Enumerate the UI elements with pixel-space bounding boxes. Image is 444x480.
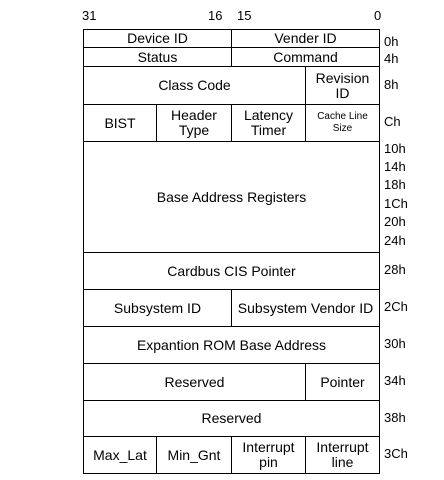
class-code-cell: Class Code	[83, 66, 306, 105]
latency-timer-cell: Latency Timer	[231, 104, 306, 142]
offset-10h: 10h	[384, 141, 406, 156]
interrupt-line-cell: Interrupt line	[305, 436, 380, 474]
base-address-registers-cell: Base Address Registers	[83, 141, 380, 253]
offset-34h: 34h	[384, 373, 406, 388]
offset-30h: 30h	[384, 336, 406, 351]
bit-0-label: 0	[374, 8, 382, 23]
offset-0h: 0h	[384, 34, 399, 49]
offset-28h: 28h	[384, 262, 406, 277]
header-type-cell: Header Type	[156, 104, 232, 142]
offset-18h: 18h	[384, 177, 406, 192]
cache-line-size-cell: Cache Line Size	[305, 104, 380, 142]
max-lat-cell: Max_Lat	[83, 436, 157, 474]
bit-31-label: 31	[82, 8, 97, 23]
offset-24h: 24h	[384, 233, 406, 248]
cardbus-cis-pointer-cell: Cardbus CIS Pointer	[83, 252, 380, 290]
interrupt-pin-cell: Interrupt pin	[231, 436, 306, 474]
subsystem-id-cell: Subsystem ID	[83, 289, 232, 327]
expansion-rom-base-address-cell: Expantion ROM Base Address	[83, 326, 380, 364]
offset-8h: 8h	[384, 77, 399, 92]
reserved-38h-cell: Reserved	[83, 400, 380, 437]
reserved-34h-cell: Reserved	[83, 363, 306, 401]
subsystem-vendor-id-cell: Subsystem Vendor ID	[231, 289, 380, 327]
offset-3ch: 3Ch	[384, 446, 408, 461]
device-id-cell: Device ID	[83, 29, 232, 48]
vender-id-cell: Vender ID	[231, 29, 380, 48]
offset-2ch: 2Ch	[384, 299, 408, 314]
offset-1ch: 1Ch	[384, 196, 408, 211]
offset-20h: 20h	[384, 214, 406, 229]
offset-ch: Ch	[384, 114, 401, 129]
offset-14h: 14h	[384, 159, 406, 174]
offset-4h: 4h	[384, 51, 399, 66]
pointer-cell: Pointer	[305, 363, 380, 401]
min-gnt-cell: Min_Gnt	[156, 436, 232, 474]
bit-16-label: 16	[208, 8, 223, 23]
bist-cell: BIST	[83, 104, 157, 142]
revision-id-cell: Revision ID	[305, 66, 380, 105]
status-cell: Status	[83, 47, 232, 67]
command-cell: Command	[231, 47, 380, 67]
offset-38h: 38h	[384, 410, 406, 425]
bit-15-label: 15	[237, 8, 252, 23]
